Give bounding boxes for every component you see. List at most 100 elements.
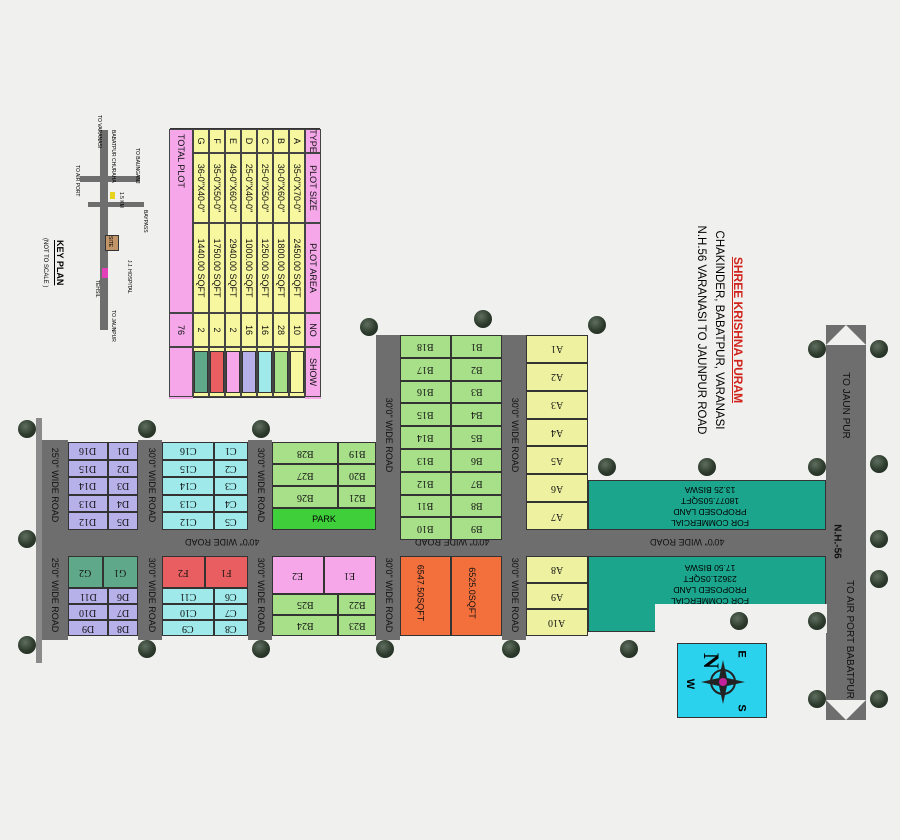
plot-f1[interactable]: F1	[205, 556, 248, 588]
plot-b1[interactable]: B1	[451, 335, 502, 358]
plot-a6[interactable]: A6	[526, 474, 588, 503]
plot-c14[interactable]: C14	[162, 477, 214, 495]
table-header-size: PLOT SIZE	[305, 153, 321, 223]
color-swatch	[242, 351, 256, 393]
plot-g2[interactable]: G2	[68, 556, 103, 588]
plot-e2[interactable]: E2	[272, 556, 324, 594]
plot-d6[interactable]: D6	[108, 588, 138, 604]
plot-d5[interactable]: D5	[108, 512, 138, 530]
plot-e1[interactable]: E1	[324, 556, 376, 594]
plot-a4[interactable]: A4	[526, 418, 588, 447]
plot-c15[interactable]: C15	[162, 459, 214, 478]
plot-d11[interactable]: D11	[68, 588, 108, 604]
to-airport-label: TO AIR PORT BABATPUR	[843, 580, 855, 699]
plot-c16[interactable]: C16	[162, 442, 214, 460]
plot-a7[interactable]: A7	[526, 502, 588, 530]
plot-b26[interactable]: B26	[272, 486, 338, 508]
keyplan-to-jaunpur: TO JAUNPUR	[110, 310, 116, 342]
plot-b6[interactable]: B6	[451, 449, 502, 472]
nh56-road	[826, 325, 866, 720]
left-road-label-top: 25'0" WIDE ROAD	[50, 447, 61, 523]
plot-b16[interactable]: B16	[400, 380, 451, 404]
plot-d16[interactable]: D16	[68, 442, 108, 460]
plot-f2[interactable]: F2	[162, 556, 205, 588]
plot-d2[interactable]: D2	[108, 459, 138, 478]
plot-c13[interactable]: C13	[162, 494, 214, 513]
color-swatch	[226, 351, 240, 393]
plot-c6[interactable]: C6	[214, 588, 248, 604]
plot-b18[interactable]: B18	[400, 335, 451, 358]
table-cell-area: 1000.00 SQFT	[241, 223, 257, 313]
tree-icon	[870, 530, 888, 548]
tree-icon	[502, 640, 520, 658]
plot-d7[interactable]: D7	[108, 604, 138, 620]
plot-a10[interactable]: A10	[526, 609, 588, 637]
plot-b10[interactable]: B10	[400, 517, 451, 541]
plot-d8[interactable]: D8	[108, 620, 138, 636]
keyplan-site: SITE	[107, 236, 113, 248]
keyplan-to-airport: TO AIR PORT	[74, 165, 80, 197]
plot-g1[interactable]: G1	[103, 556, 138, 588]
plot-c2[interactable]: C2	[214, 459, 248, 478]
plot-b8[interactable]: B8	[451, 494, 502, 518]
plot-d12[interactable]: D12	[68, 512, 108, 530]
plot-a3[interactable]: A3	[526, 390, 588, 419]
plot-d14[interactable]: D14	[68, 477, 108, 495]
plot-b2[interactable]: B2	[451, 357, 502, 381]
plot-b19[interactable]: B19	[338, 442, 376, 464]
table-cell-size: 35-0"X70-0"	[289, 153, 305, 223]
plot-c10[interactable]: C10	[162, 604, 214, 620]
plot-d15[interactable]: D15	[68, 459, 108, 478]
plot-c1[interactable]: C1	[214, 442, 248, 460]
plot-d10[interactable]: D10	[68, 604, 108, 620]
plot-d4[interactable]: D4	[108, 494, 138, 513]
plot-b11[interactable]: B11	[400, 494, 451, 518]
table-cell-type: D	[241, 129, 257, 153]
plot-b23[interactable]: B23	[338, 615, 376, 636]
plot-c5[interactable]: C5	[214, 512, 248, 530]
plot-b28[interactable]: B28	[272, 442, 338, 464]
tree-icon	[870, 455, 888, 473]
plot-a2[interactable]: A2	[526, 362, 588, 391]
plot-b17[interactable]: B17	[400, 357, 451, 381]
plot-a5[interactable]: A5	[526, 446, 588, 475]
tree-icon	[730, 612, 748, 630]
plot-d9[interactable]: D9	[68, 620, 108, 636]
table-total-label: TOTAL PLOT	[169, 129, 193, 313]
plot-b22[interactable]: B22	[338, 594, 376, 615]
plot-c4[interactable]: C4	[214, 494, 248, 513]
plot-c9[interactable]: C9	[162, 620, 214, 636]
plot-b4[interactable]: B4	[451, 403, 502, 427]
plot-a8[interactable]: A8	[526, 556, 588, 583]
plot-b9[interactable]: B9	[451, 517, 502, 541]
plot-c11[interactable]: C11	[162, 588, 214, 604]
plot-c7[interactable]: C7	[214, 604, 248, 620]
keyplan-bypass: BAYPASS	[142, 210, 148, 233]
table-cell-area: 1440.00 SQFT	[193, 223, 209, 313]
plot-b14[interactable]: B14	[400, 426, 451, 449]
plot-c3[interactable]: C3	[214, 477, 248, 495]
left-25ft-road	[40, 440, 68, 640]
tree-icon	[360, 318, 378, 336]
plot-d13[interactable]: D13	[68, 494, 108, 513]
nh56-edge-bottom	[826, 700, 866, 720]
plot-b5[interactable]: B5	[451, 426, 502, 449]
plot-b12[interactable]: B12	[400, 471, 451, 495]
plot-d3[interactable]: D3	[108, 477, 138, 495]
plot-d1[interactable]: D1	[108, 442, 138, 460]
plot-b3[interactable]: B3	[451, 380, 502, 404]
plot-b7[interactable]: B7	[451, 471, 502, 495]
project-road: N.H.56 VARANASI TO JAUNPUR ROAD	[695, 225, 707, 435]
plot-c12[interactable]: C12	[162, 512, 214, 530]
plot-b24[interactable]: B24	[272, 615, 338, 636]
plot-a9[interactable]: A9	[526, 582, 588, 610]
plot-b25[interactable]: B25	[272, 594, 338, 615]
plot-c8[interactable]: C8	[214, 620, 248, 636]
plot-b15[interactable]: B15	[400, 403, 451, 427]
plot-b20[interactable]: B20	[338, 464, 376, 486]
plot-b21[interactable]: B21	[338, 486, 376, 508]
table-cell-no: 16	[241, 313, 257, 347]
plot-b13[interactable]: B13	[400, 449, 451, 472]
plot-b27[interactable]: B27	[272, 464, 338, 486]
plot-a1[interactable]: A1	[526, 335, 588, 363]
